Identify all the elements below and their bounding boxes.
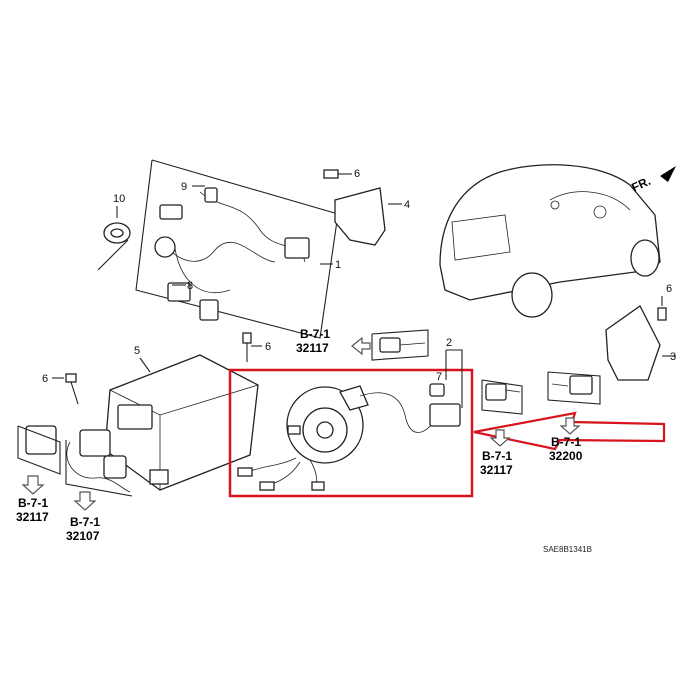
front-indicator: FR. — [629, 174, 652, 195]
vehicle-illustration: FR. — [439, 164, 676, 318]
ref-block-top-middle: B-7-1 32117 — [296, 327, 429, 361]
down-arrow-icon — [21, 475, 45, 495]
callout-7: 7 — [436, 371, 442, 383]
highlight-arrow — [473, 411, 666, 451]
highlight-box — [228, 368, 474, 498]
front-arrow-icon — [660, 166, 676, 182]
ref-section-5: B-7-1 — [70, 515, 100, 529]
callout-1: 1 — [335, 259, 341, 271]
callout-6-sensor: 6 — [666, 283, 672, 295]
callout-8: 8 — [187, 280, 193, 292]
ref-code-1: 32117 — [296, 341, 329, 355]
ref-block-bottom-left-1: B-7-1 32117 — [16, 475, 49, 524]
ref-section-2: B-7-1 — [482, 449, 512, 463]
clockspring-highlight: 2 7 — [228, 337, 474, 498]
bracket-part: 6 4 — [323, 168, 410, 246]
diagram-code: SAE8B1341B — [543, 545, 592, 554]
grommet-part: 10 — [97, 193, 131, 271]
down-arrow-icon — [73, 491, 97, 511]
callout-6-center: 6 — [265, 341, 271, 353]
sensor-part: 6 3 — [605, 283, 676, 381]
ref-block-right-1: B-7-1 32117 — [480, 429, 513, 477]
ref-code-5: 32107 — [66, 529, 100, 543]
ref-section-1: B-7-1 — [300, 327, 330, 341]
ref-section-4: B-7-1 — [18, 496, 48, 510]
ref-section-3: B-7-1 — [551, 435, 581, 449]
ref-block-right-2: B-7-1 32200 — [549, 417, 583, 463]
callout-4: 4 — [404, 199, 410, 211]
callout-6-bracket: 6 — [354, 168, 360, 180]
left-arrow-icon — [351, 336, 371, 356]
ref-code-2: 32117 — [480, 463, 513, 477]
callout-5: 5 — [134, 345, 140, 357]
srs-unit-part: 5 6 6 — [42, 332, 271, 491]
down-arrow-icon — [489, 429, 511, 447]
harness-assembly-group: 1 9 8 — [135, 159, 341, 339]
callout-9: 9 — [181, 181, 187, 193]
right-connectors — [481, 371, 601, 415]
down-arrow-icon — [559, 417, 581, 435]
ref-block-bottom-left-2: B-7-1 32107 — [66, 491, 100, 543]
ref-code-4: 32117 — [16, 510, 49, 524]
callout-6-left: 6 — [42, 373, 48, 385]
callout-10: 10 — [113, 193, 125, 205]
ref-code-3: 32200 — [549, 449, 583, 463]
callout-2: 2 — [446, 337, 452, 349]
callout-3: 3 — [670, 351, 676, 363]
